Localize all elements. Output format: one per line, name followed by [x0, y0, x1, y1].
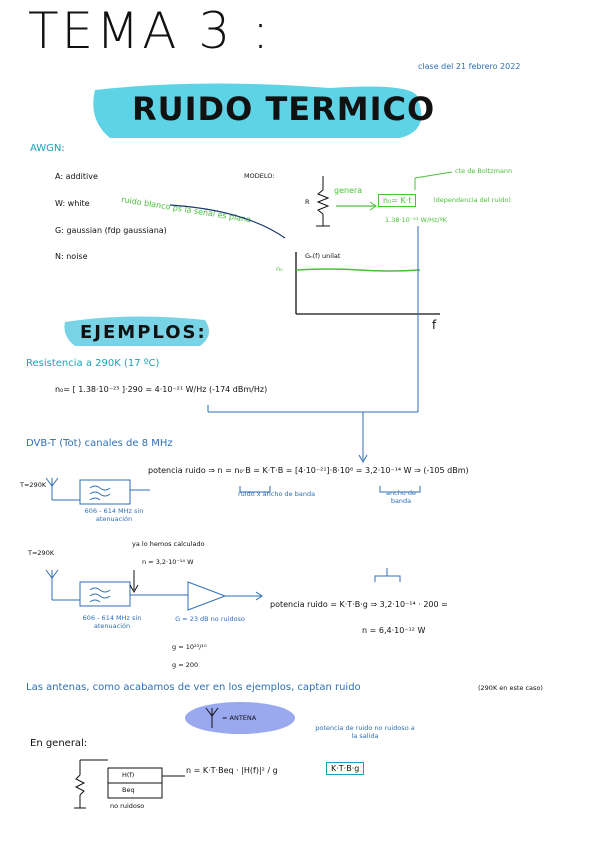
no-ruidoso-label: no ruidoso [110, 802, 145, 810]
gain-label: G = 23 dB no ruidoso [175, 615, 245, 623]
general-label: En general: [30, 738, 88, 749]
potencia-ruido-formula: potencia ruido ⇒ n = n₀·B = K·T·B = [4·1… [148, 466, 469, 475]
boltzmann-note: cte de Boltzmann [455, 167, 513, 175]
ruido-ancho-label: ruido x ancho de banda [238, 490, 316, 498]
conclusion-note: (290K en este caso) [478, 684, 543, 692]
awgn-item-n: N: noise [55, 252, 88, 261]
awgn-item-w: W: white [55, 199, 90, 208]
k-value: 1.38·10⁻²³ W/Hz/ºK [385, 216, 447, 224]
conclusion-text: Las antenas, como acabamos de ver en los… [26, 682, 361, 693]
potencia-ruido-2: potencia ruido = K·T·B·g ⇒ 3,2·10⁻¹⁴ · 2… [270, 600, 448, 609]
date-note: clase del 21 febrero 2022 [418, 62, 521, 71]
dvbt-title: DVB-T (Tot) canales de 8 MHz [26, 438, 173, 449]
temp-label-2: T=290K [28, 549, 55, 557]
awgn-item-g: G: gaussian (fdp gaussiana) [55, 226, 167, 235]
graph-label: Gₙ(f) unilat [305, 252, 341, 260]
filter-note-2: 606 - 614 MHz sin atenuación [82, 614, 142, 630]
dependence-note: (dependencia del ruido) [433, 196, 511, 204]
general-note: potencia de ruido no ruidoso a la salida [315, 724, 415, 740]
box-bottom-label: Beq [122, 786, 135, 794]
modelo-label: MODELO: [244, 172, 275, 180]
awgn-label: AWGN: [30, 143, 65, 154]
ancho-banda-label: ancho de banda [386, 489, 416, 505]
n-result: n = 6,4·10⁻¹² W [362, 626, 426, 635]
n0-label: n₀ [276, 265, 283, 273]
antenna-icon [206, 708, 218, 728]
noise-formula-box: n₀= K·t [378, 194, 417, 207]
general-formula: n = K·T·Beq · |H(f)|² / g [186, 766, 278, 775]
g-value: g = 200 [172, 661, 199, 669]
resistor-label: R [305, 198, 310, 206]
ejemplos-heading: EJEMPLOS: [80, 322, 207, 343]
resistencia-title: Resistencia a 290K (17 ºC) [26, 358, 160, 369]
n-value: n = 3,2·10⁻¹⁴ W [142, 558, 194, 566]
awgn-item-a: A: additive [55, 172, 98, 181]
antena-label: = ANTENA [222, 714, 257, 722]
ya-calculado: ya lo hemos calculado [132, 540, 205, 548]
box-top-label: H(f) [122, 771, 135, 779]
genera-label: genera [334, 186, 363, 195]
f-axis-label: f [432, 318, 437, 332]
resistencia-formula: n₀= [ 1.38·10⁻²³ ]·290 = 4·10⁻²¹ W/Hz (-… [55, 385, 268, 394]
g-formula: g = 10²³/¹⁰ [172, 643, 207, 651]
page-title: TEMA 3 : [28, 2, 272, 60]
subtitle: RUIDO TERMICO [132, 90, 436, 128]
filter-note-1: 606 - 614 MHz sin atenuación [84, 507, 144, 523]
general-result-box: K·T·B·g [326, 762, 365, 775]
temp-label: T=290K [20, 481, 47, 489]
